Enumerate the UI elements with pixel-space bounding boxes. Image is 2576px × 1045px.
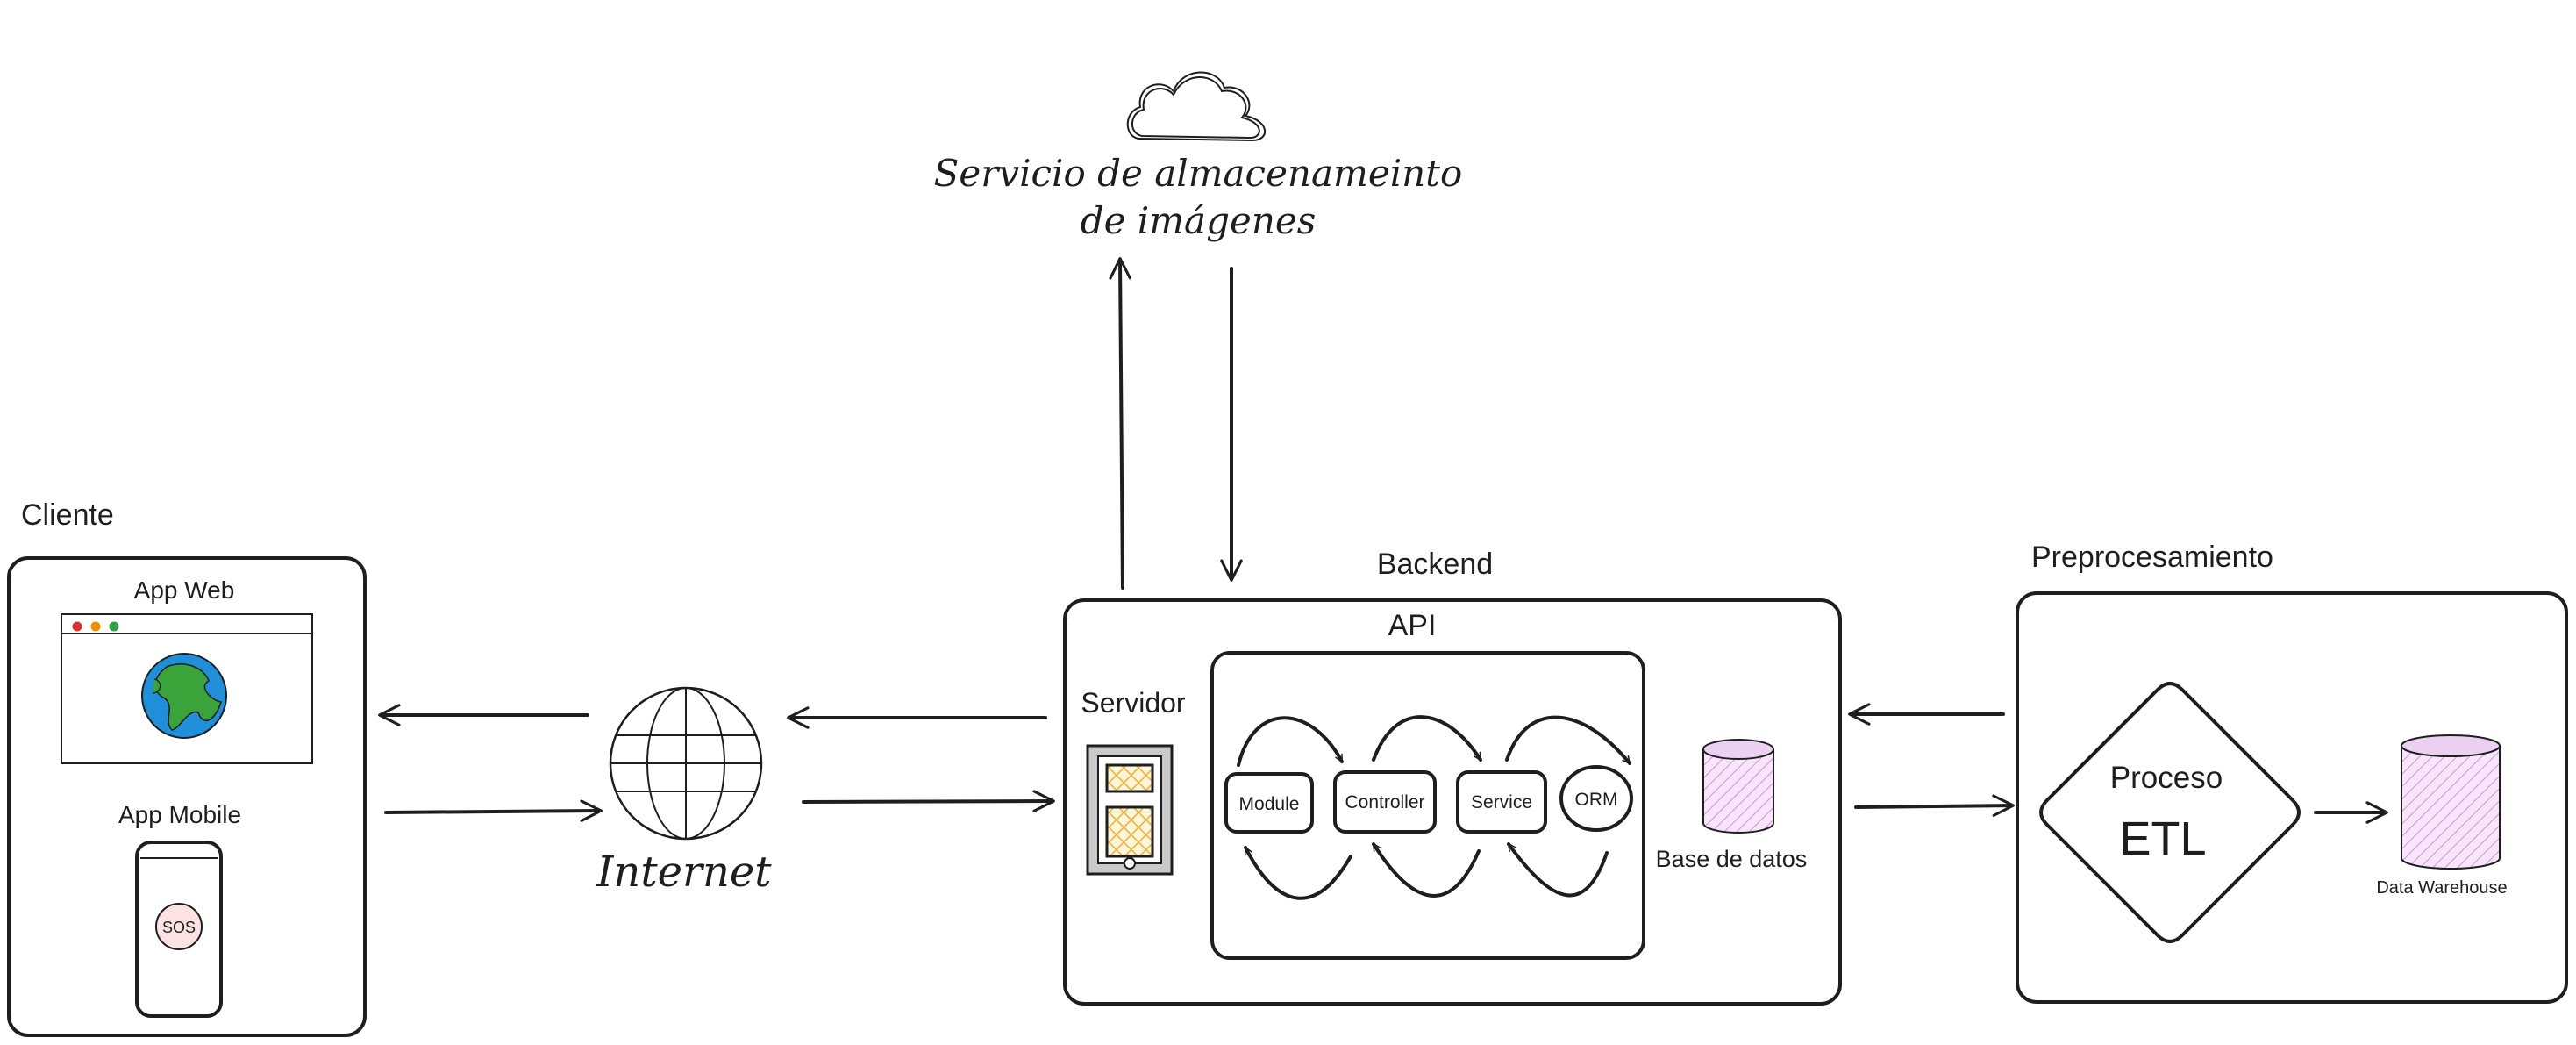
preprocesamiento-container <box>2016 591 2568 1004</box>
data-warehouse-icon <box>2401 734 2501 870</box>
data-warehouse-label: Data Warehouse <box>2376 878 2507 898</box>
api-label: API <box>1388 609 1437 642</box>
client-container <box>7 556 367 1037</box>
database-icon <box>1702 739 1774 834</box>
orm-node: ORM <box>1559 765 1633 832</box>
proceso-label: Proceso <box>2110 761 2223 795</box>
flow-arrow-controller-module <box>1244 846 1352 900</box>
cloud-storage: Servicio de almacenameinto de imágenes <box>934 71 1463 242</box>
flow-arrow-controller-service <box>1372 715 1482 762</box>
etl-diamond: Proceso ETL <box>2039 682 2301 943</box>
service-node: Service <box>1456 770 1547 834</box>
internet-label: Internet <box>596 848 772 897</box>
server-icon <box>1086 744 1174 876</box>
app-mobile-label: App Mobile <box>118 801 241 828</box>
service-label: Service <box>1471 792 1532 812</box>
arrow-client-to-internet <box>384 799 603 822</box>
arrow-backend-to-etl <box>1854 794 2015 817</box>
controller-node: Controller <box>1333 770 1437 834</box>
controller-label: Controller <box>1345 792 1424 812</box>
module-node: Module <box>1224 772 1314 834</box>
flow-arrow-service-controller <box>1372 842 1481 898</box>
servidor-label: Servidor <box>1081 687 1186 719</box>
globe-icon <box>141 653 227 739</box>
flow-arrow-service-orm <box>1505 715 1631 765</box>
database-label: Base de datos <box>1656 846 1808 872</box>
cloud-icon <box>1126 71 1267 142</box>
orm-label: ORM <box>1575 790 1618 810</box>
backend-container <box>1063 598 1842 1006</box>
group-label-preprocesamiento: Preprocesamiento <box>2031 540 2273 574</box>
api-container <box>1210 651 1645 960</box>
sos-text: SOS <box>162 919 196 936</box>
flow-arrow-orm-service <box>1507 842 1609 898</box>
window-dot-green <box>109 621 119 632</box>
window-dot-red <box>72 621 82 632</box>
module-label: Module <box>1239 794 1300 814</box>
mobile-phone-icon: SOS <box>135 841 223 1018</box>
arrow-backend-to-cloud <box>1109 257 1131 590</box>
cloud-label-line1: Servicio de almacenameinto <box>934 152 1463 195</box>
browser-window-icon <box>61 613 313 764</box>
sos-icon <box>155 903 203 950</box>
flow-arrow-module-controller <box>1237 716 1344 767</box>
group-label-cliente: Cliente <box>21 498 114 532</box>
app-web-label: App Web <box>134 576 235 604</box>
cloud-label-line2: de imágenes <box>1081 199 1317 242</box>
internet-globe-icon <box>609 686 763 841</box>
group-label-backend: Backend <box>1377 548 1493 581</box>
arrow-internet-to-backend <box>802 790 1055 812</box>
window-dot-orange <box>90 621 101 632</box>
etl-label: ETL <box>2119 812 2206 865</box>
